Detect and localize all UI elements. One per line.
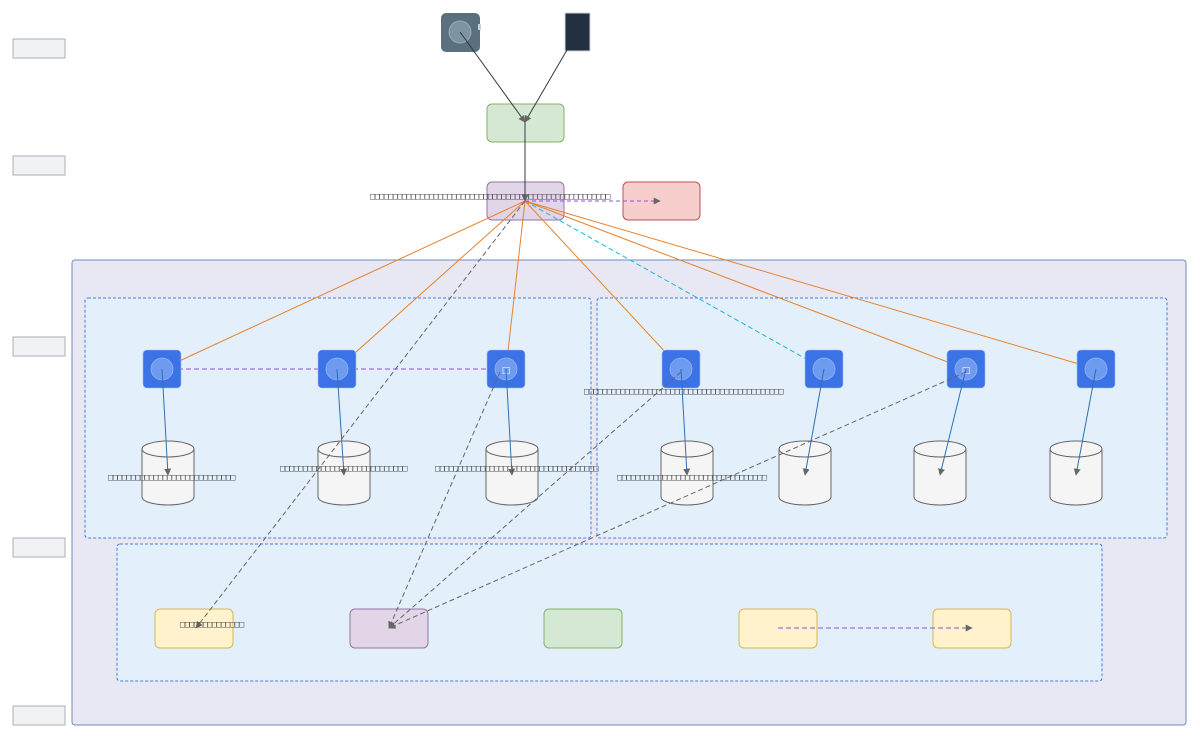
edge-label-db2: □□□□□□□□□□□□□□□□□□□□□□□□□□□□ <box>280 464 408 474</box>
edge-label-router-error: □□□□□□□□□□□□□□□□□□□□□□□□□□□□□□□□□□□□□□□□… <box>370 192 611 202</box>
edge-service-db-4[interactable] <box>680 368 691 476</box>
edge-label-db3: □□□□□□□□□□□□□□□□□□□□□□□□□□□□□□□□□□□□ <box>435 464 599 474</box>
database-4[interactable] <box>660 440 714 506</box>
edge-router-service-1[interactable] <box>161 200 526 370</box>
edge-service-db-2[interactable] <box>336 368 348 476</box>
edge-service-db-6[interactable] <box>938 368 967 476</box>
edge-service-db-7[interactable] <box>1073 368 1097 476</box>
lane-label-5[interactable] <box>12 705 66 726</box>
lane-labels <box>12 38 66 726</box>
edge-service-db-3[interactable] <box>505 368 516 476</box>
edges-overlay <box>161 31 1097 632</box>
lane-label-2[interactable] <box>12 155 66 176</box>
edge-router-service-5[interactable] <box>524 200 825 370</box>
database-5[interactable] <box>778 440 832 506</box>
edge-label-bottom1: □□□□□□□□□□□□□□ <box>180 620 245 630</box>
database-2[interactable] <box>317 440 371 506</box>
error-node[interactable] <box>622 181 701 221</box>
client-node-a[interactable] <box>441 13 481 52</box>
edge-service-db-1[interactable] <box>161 368 172 476</box>
edge-label-db4: □□□□□□□□□□□□□□□□□□□□□□□□□□□□□□□□□ <box>617 473 768 483</box>
edge-router-service-6[interactable] <box>524 200 967 371</box>
lane-label-3[interactable] <box>12 336 66 357</box>
database-1[interactable] <box>141 440 195 506</box>
edge-router-bottom-1[interactable] <box>195 200 526 629</box>
edge-label-service-right: □□□□□□□□□□□□□□□□□□□□□□□□□□□□□□□□□□□□□□□□… <box>584 387 784 397</box>
edge-service-6-bottom-2[interactable] <box>388 371 967 629</box>
client-node-b[interactable] <box>564 12 591 52</box>
bottom-boxes <box>154 608 1012 649</box>
database-3[interactable] <box>485 440 539 506</box>
bottom-box-2[interactable] <box>349 608 429 649</box>
edge-label-db1: □□□□□□□□□□□□□□□□□□□□□□□□□□□□ <box>108 473 236 483</box>
lane-label-4[interactable] <box>12 537 66 558</box>
edge-router-service-3[interactable] <box>503 200 526 370</box>
edge-router-service-4[interactable] <box>524 200 682 370</box>
lane-label-1[interactable] <box>12 38 66 59</box>
edge-client-a-gateway[interactable] <box>459 31 526 123</box>
databases <box>141 440 1103 506</box>
edges <box>161 200 1097 373</box>
database-6[interactable] <box>913 440 967 506</box>
bottom-box-1[interactable] <box>154 608 234 649</box>
service-group-left[interactable] <box>84 297 592 539</box>
bottom-box-3[interactable] <box>543 608 623 649</box>
edge-service-4-bottom-2[interactable] <box>388 371 682 629</box>
edge-router-service-2[interactable] <box>336 200 526 370</box>
edge-service-3-bottom-2[interactable] <box>388 371 501 629</box>
service-group-right[interactable] <box>596 297 1168 539</box>
database-7[interactable] <box>1049 440 1103 506</box>
edge-client-b-gateway[interactable] <box>524 49 568 123</box>
edge-service-db-5[interactable] <box>802 368 825 476</box>
edge-router-service-7[interactable] <box>524 200 1097 371</box>
